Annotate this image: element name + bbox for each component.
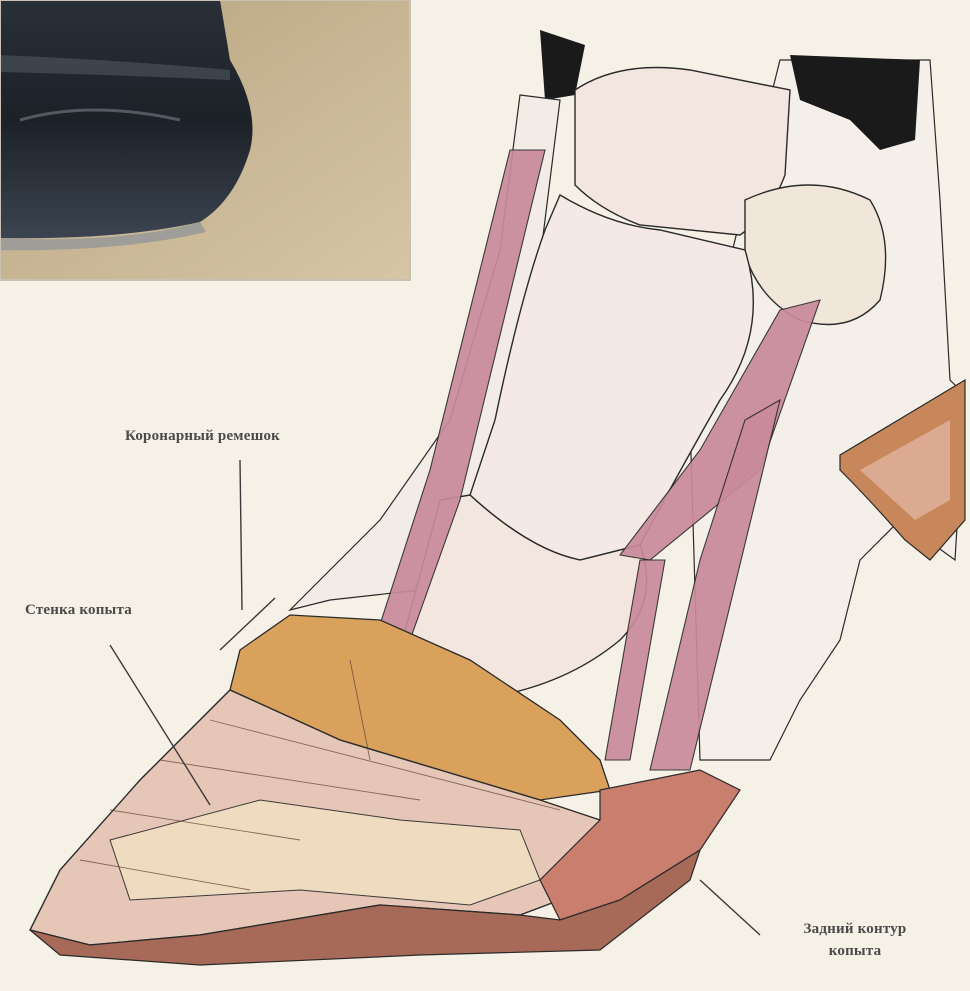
- label-coronary-band: Коронарный ремешок: [125, 428, 280, 445]
- horse-hoof-photo: [0, 0, 410, 280]
- label-hoof-wall: Стенка копыта: [25, 602, 132, 619]
- label-rear-contour-line2: копыта: [770, 940, 940, 962]
- label-rear-contour-line1: Задний контур: [770, 918, 940, 940]
- label-rear-contour: Задний контур копыта: [770, 918, 940, 962]
- photo-hoof: [0, 0, 253, 238]
